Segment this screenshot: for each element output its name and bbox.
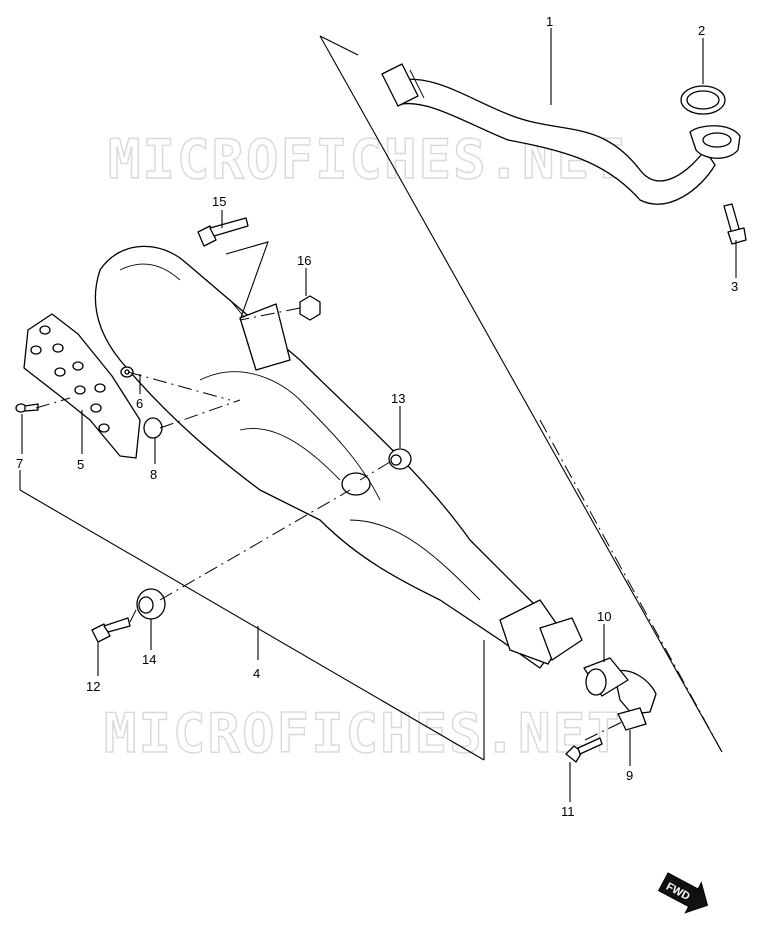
callout-10: 10 (597, 609, 611, 624)
callout-16: 16 (297, 253, 311, 268)
grommet-part-8 (143, 417, 163, 439)
bolt-part-11 (565, 737, 603, 763)
callout-14: 14 (142, 652, 156, 667)
callout-12: 12 (86, 679, 100, 694)
callout-7: 7 (16, 456, 23, 471)
gasket-part-2 (680, 85, 726, 115)
fwd-arrow-icon: FWD (657, 872, 709, 914)
washer-part-6 (120, 366, 134, 378)
callout-1: 1 (546, 14, 553, 29)
bolt-part-12 (91, 617, 131, 643)
callout-6: 6 (136, 396, 143, 411)
callout-8: 8 (150, 467, 157, 482)
bolt-part-15 (197, 217, 249, 247)
callout-3: 3 (731, 279, 738, 294)
callout-9: 9 (626, 768, 633, 783)
reference-lines (21, 28, 737, 802)
nut-part-16 (299, 295, 321, 321)
callout-labels: 1 2 3 4 5 6 7 8 9 10 11 12 13 14 15 16 (16, 14, 738, 819)
callout-4: 4 (253, 666, 260, 681)
cushion-part-14 (136, 588, 166, 620)
callout-2: 2 (698, 23, 705, 38)
callout-5: 5 (77, 457, 84, 472)
heat-shield-part-5 (23, 313, 141, 459)
exhaust-pipe-part-1 (381, 63, 741, 205)
assembly-outline-lines (19, 35, 723, 761)
muffler-part-4 (94, 245, 583, 669)
bolt-part-3 (723, 203, 747, 245)
screw-part-7 (15, 403, 39, 413)
callout-13: 13 (391, 391, 405, 406)
callout-11: 11 (561, 804, 575, 819)
collar-part-13 (388, 448, 412, 470)
sleeve-part-10 (583, 657, 629, 697)
callout-15: 15 (212, 194, 226, 209)
watermark-bottom: MICROFICHES.NET (104, 702, 622, 765)
